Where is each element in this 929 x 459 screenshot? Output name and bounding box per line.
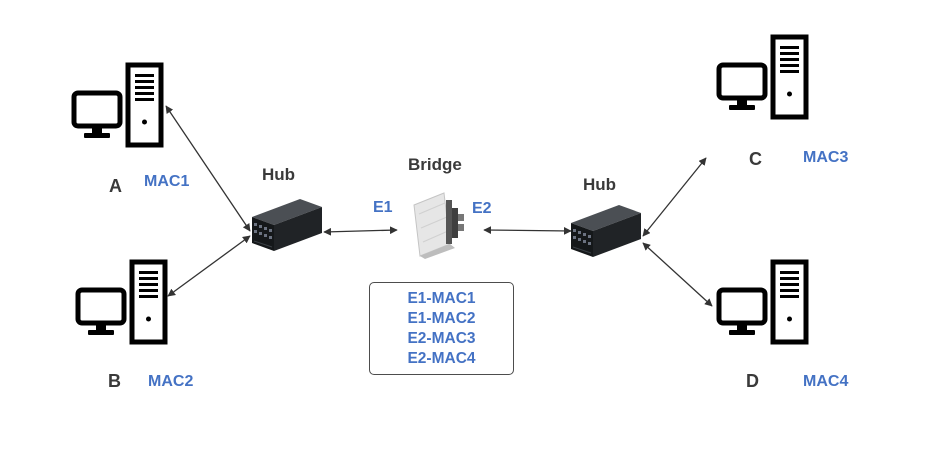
bridge-label: Bridge [408, 155, 462, 174]
link-hub-to-host-d [642, 242, 713, 307]
host-c-label: C [749, 149, 762, 169]
network-hub-icon-left [251, 198, 323, 252]
hub-left-label: Hub [262, 165, 296, 184]
connection-links [165, 105, 713, 307]
hub-right-label: Hub [583, 175, 617, 194]
desktop-computer-icon-c [719, 37, 806, 117]
network-hub-icon-right [570, 204, 642, 258]
bridge-port-e1-label: E1 [373, 199, 393, 216]
host-d-mac: MAC4 [803, 373, 849, 390]
mac-table-row: E2-MAC3 [407, 329, 476, 347]
host-b-mac: MAC2 [148, 373, 194, 390]
link-hub-to-bridge-e1 [323, 226, 398, 236]
bridge-port-e2-label: E2 [472, 200, 492, 217]
bridge-device-icon [413, 192, 464, 259]
desktop-computer-icon-b [78, 262, 165, 342]
host-c-mac: MAC3 [803, 149, 849, 166]
host-b-label: B [108, 371, 121, 391]
link-host-b-to-hub [167, 235, 251, 297]
host-a-mac: MAC1 [144, 173, 190, 190]
desktop-computer-icon-d [719, 262, 806, 342]
bridge-mac-table: E1-MAC1 E1-MAC2 E2-MAC3 E2-MAC4 [369, 282, 514, 375]
link-host-a-to-hub [165, 105, 251, 232]
link-bridge-e2-to-hub [483, 226, 572, 235]
host-a-label: A [109, 176, 122, 196]
host-d-label: D [746, 371, 759, 391]
link-hub-to-host-c [642, 157, 707, 237]
mac-table-row: E1-MAC1 [407, 289, 476, 307]
desktop-computer-icon-a [74, 65, 161, 145]
mac-table-row: E2-MAC4 [407, 349, 476, 367]
mac-table-row: E1-MAC2 [407, 309, 476, 327]
